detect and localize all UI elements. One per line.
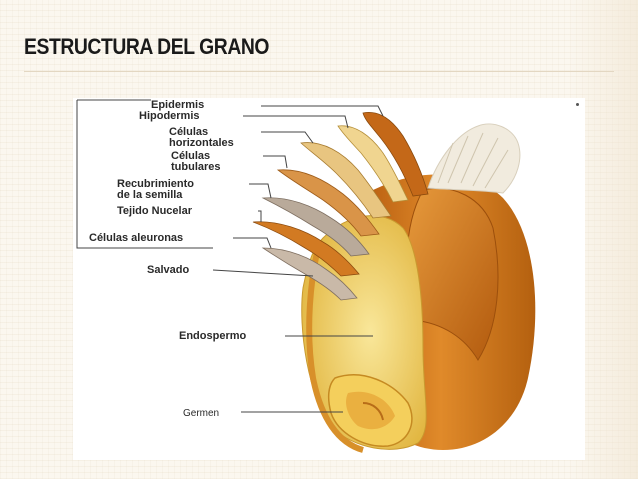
label-celulas-horizontales-2: horizontales <box>169 137 234 149</box>
label-hipodermis: Hipodermis <box>139 110 200 122</box>
layer-recubrimiento <box>261 197 370 257</box>
label-salvado: Salvado <box>147 264 190 276</box>
layer-nucelar <box>252 221 360 277</box>
label-epidermis: Epidermis <box>151 99 205 111</box>
layer-hipodermis <box>337 125 409 203</box>
label-endospermo: Endospermo <box>179 330 247 342</box>
label-recubrimiento-2: de la semilla <box>117 189 183 201</box>
grain-brush <box>427 123 521 194</box>
label-celulas-tubulares-2: tubulares <box>171 161 221 173</box>
label-recubrimiento-1: Recubrimiento <box>117 178 195 190</box>
label-tejido-nucelar: Tejido Nucelar <box>117 205 192 217</box>
layer-horizontales <box>300 142 392 219</box>
label-celulas-aleuronas: Células aleuronas <box>89 232 184 244</box>
title-divider <box>24 71 614 72</box>
leader-lines <box>76 99 384 413</box>
slide-title: ESTRUCTURA DEL GRANO <box>24 34 270 59</box>
layer-tubulares <box>276 169 380 237</box>
grain-diagram: Epidermis Hipodermis Células horizontale… <box>73 98 585 460</box>
label-germen: Germen <box>183 408 220 419</box>
grain-illustration <box>76 99 536 453</box>
layer-aleuronas <box>261 247 358 301</box>
label-celulas-horizontales-1: Células <box>169 126 209 138</box>
layer-epidermis <box>362 111 429 197</box>
label-celulas-tubulares-1: Células <box>171 150 211 162</box>
figure-dot <box>576 103 579 106</box>
